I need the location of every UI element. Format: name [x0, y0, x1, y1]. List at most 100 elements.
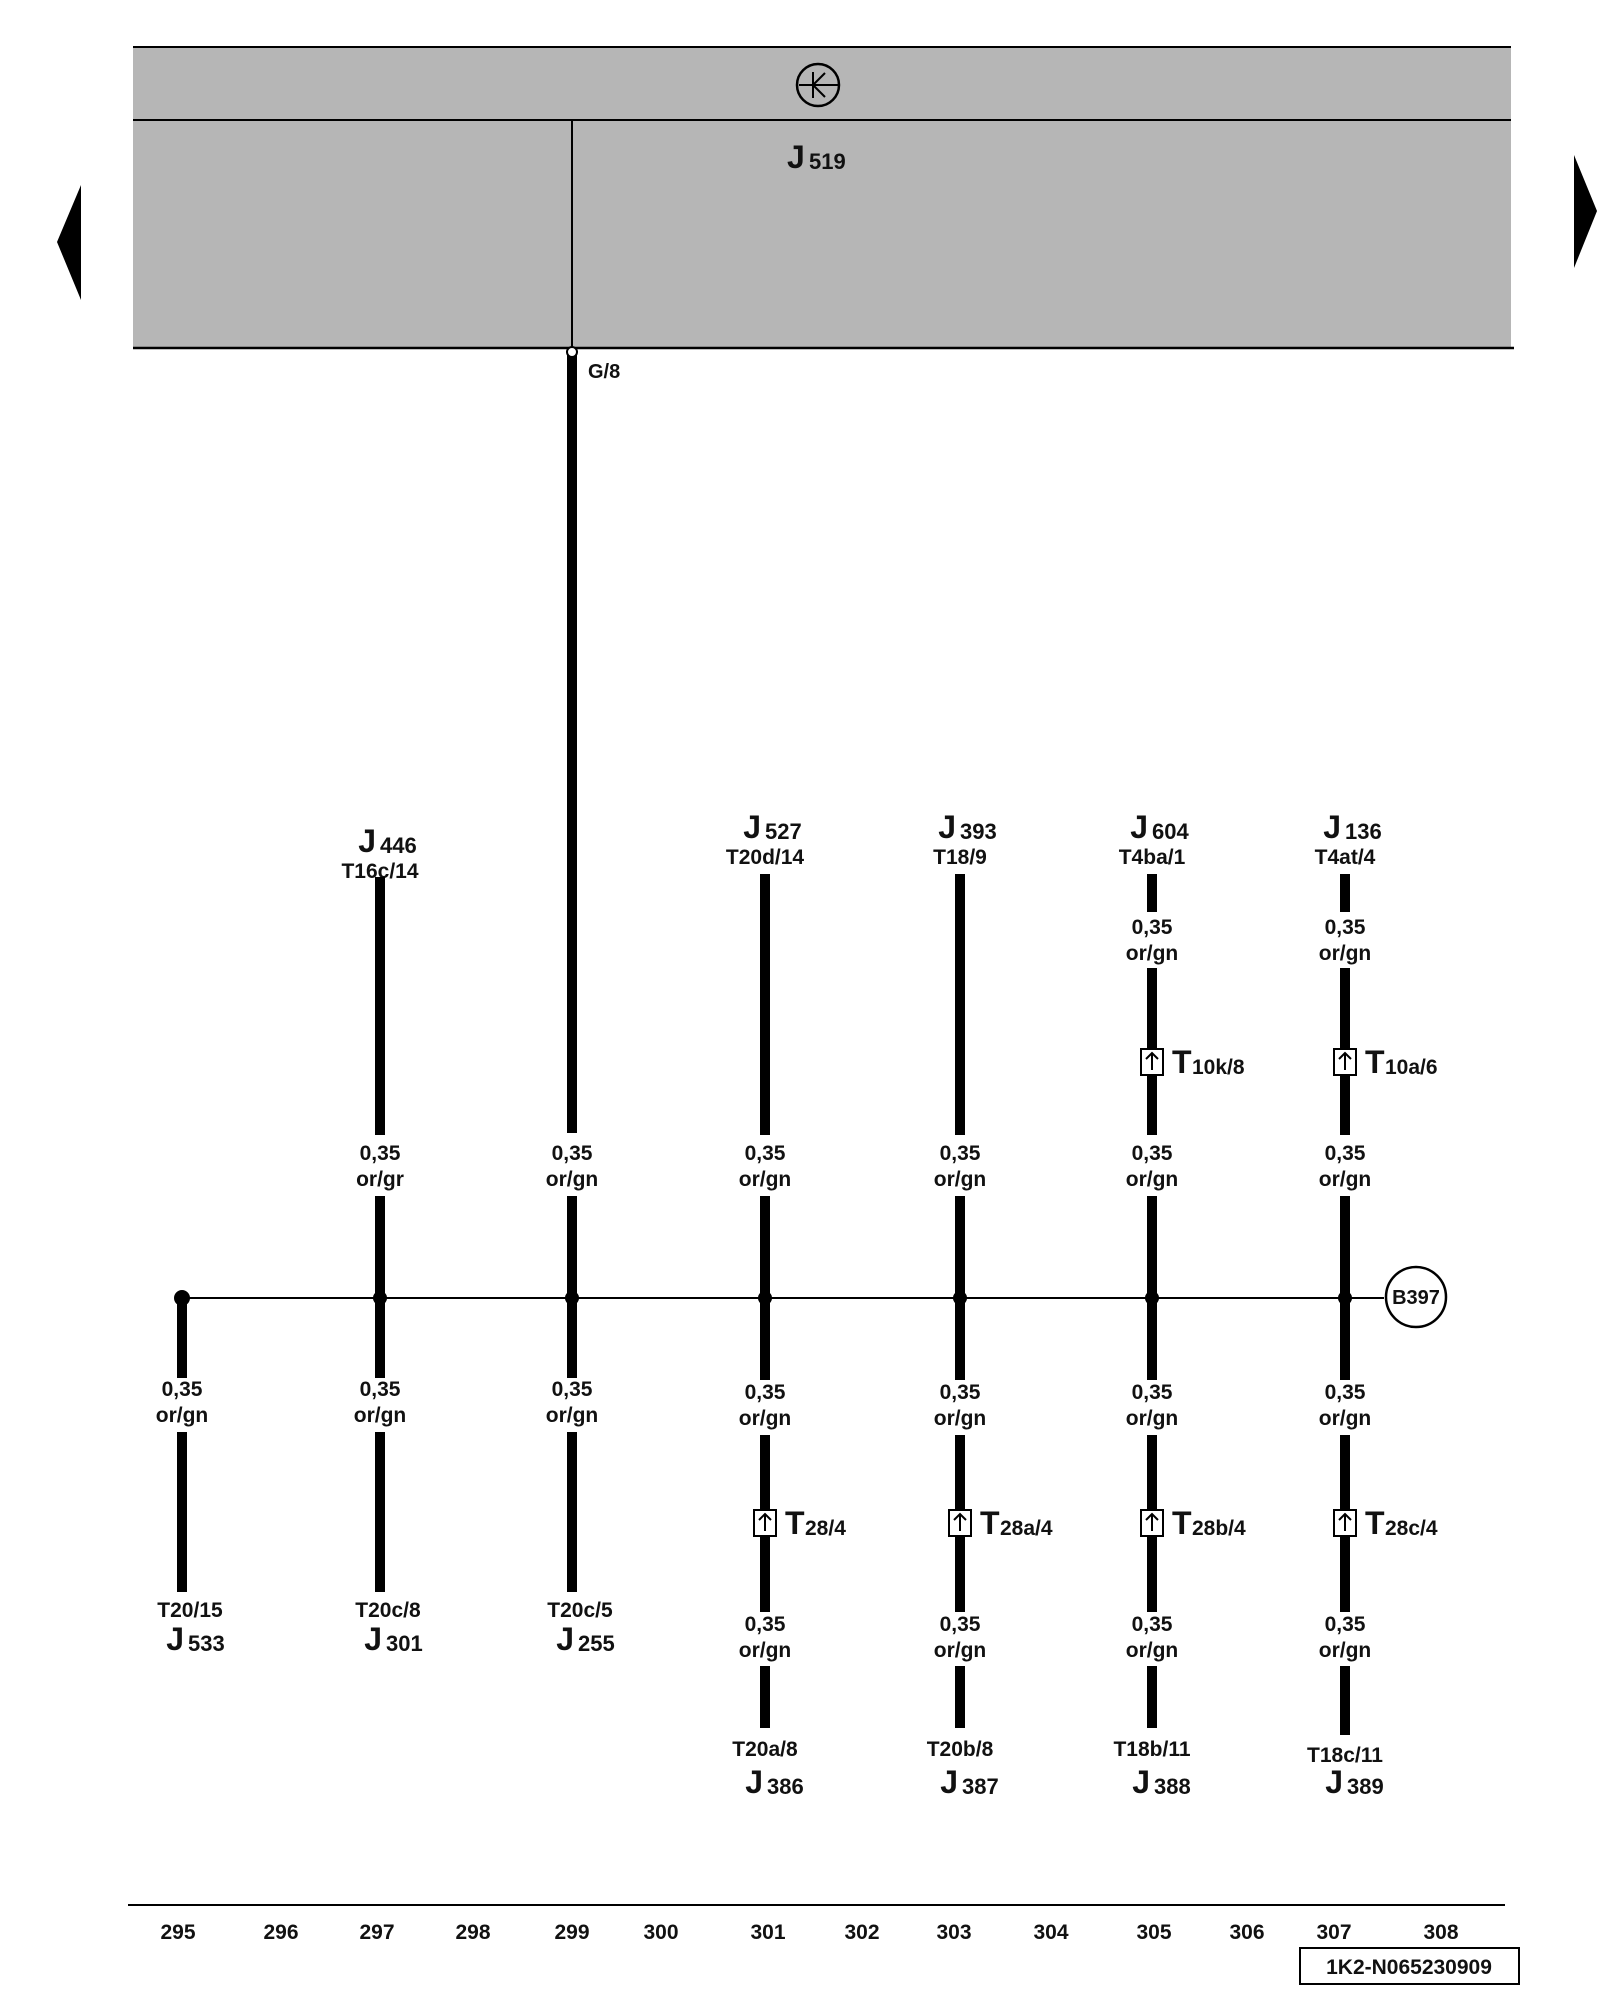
component-number: 533 — [188, 1631, 225, 1656]
wire-gauge-label: 0,35 — [552, 1142, 593, 1165]
column-number: 306 — [1229, 1921, 1264, 1944]
bottom-pin-label: T20c/8 — [355, 1599, 421, 1622]
column-number: 296 — [263, 1921, 298, 1944]
component-letter: J — [556, 1621, 574, 1657]
component-letter: J — [940, 1764, 958, 1800]
connector-letter: T — [785, 1505, 805, 1541]
next-page-arrow[interactable] — [1574, 155, 1597, 268]
component-letter: J — [1325, 1764, 1343, 1800]
wire-gauge-label: 0,35 — [745, 1381, 786, 1404]
column-number: 298 — [455, 1921, 490, 1944]
wire-gauge-label: 0,35 — [1325, 916, 1366, 939]
top-pin-label: T4ba/1 — [1119, 846, 1186, 869]
component-number: 389 — [1347, 1774, 1384, 1799]
doc-id-box — [1299, 1947, 1520, 1985]
wire-color-label: or/gn — [1126, 942, 1179, 965]
component-number: 527 — [765, 819, 802, 844]
control-unit-number: 519 — [809, 149, 846, 174]
doc-id: 1K2-N065230909 — [1326, 1956, 1492, 1979]
component-number: 301 — [386, 1631, 423, 1656]
connector-icon — [948, 1509, 972, 1537]
bottom-pin-label: T20a/8 — [732, 1738, 798, 1761]
column-number: 307 — [1316, 1921, 1351, 1944]
wire-gauge-label: 0,35 — [360, 1142, 401, 1165]
connector-icon — [1333, 1509, 1357, 1537]
top-pin-label: T20d/14 — [726, 846, 805, 869]
connector-letter: T — [1172, 1505, 1192, 1541]
wire-color-label: or/gn — [1319, 1168, 1372, 1191]
wire-gauge-label: 0,35 — [1325, 1381, 1366, 1404]
connector-label: 28c/4 — [1385, 1517, 1438, 1540]
connector-label: 28b/4 — [1192, 1517, 1246, 1540]
component-letter: J — [1130, 809, 1148, 845]
bottom-pin-label: T18c/11 — [1307, 1744, 1383, 1767]
connector-letter: T — [1172, 1044, 1192, 1080]
wire-color-label: or/gn — [1126, 1639, 1179, 1662]
wire-gauge-label: 0,35 — [940, 1613, 981, 1636]
bottom-pin-label: T20b/8 — [927, 1738, 994, 1761]
component-letter: J — [1323, 809, 1341, 845]
wire-color-label: or/gn — [739, 1639, 792, 1662]
control-unit-letter: J — [787, 139, 805, 175]
component-letter: J — [364, 1621, 382, 1657]
prev-page-arrow[interactable] — [57, 185, 81, 300]
component-number: 446 — [380, 833, 417, 858]
column-number: 297 — [359, 1921, 394, 1944]
component-number: 136 — [1345, 819, 1382, 844]
wire-gauge-label: 0,35 — [745, 1142, 786, 1165]
component-number: 386 — [767, 1774, 804, 1799]
wire-color-label: or/gn — [354, 1404, 407, 1427]
connector-letter: T — [1365, 1044, 1385, 1080]
wire-gauge-label: 0,35 — [1132, 1142, 1173, 1165]
component-number: 387 — [962, 1774, 999, 1799]
bottom-pin-label: T20/15 — [157, 1599, 223, 1622]
control-unit-symbol-icon — [795, 62, 841, 108]
wire-color-label: or/gn — [739, 1407, 792, 1430]
component-letter: J — [358, 823, 376, 859]
connector-letter: T — [980, 1505, 1000, 1541]
connector-icon — [753, 1509, 777, 1537]
component-letter: J — [743, 809, 761, 845]
connector-icon — [1140, 1048, 1164, 1076]
wire-gauge-label: 0,35 — [1325, 1142, 1366, 1165]
wire-color-label: or/gn — [934, 1639, 987, 1662]
component-number: 255 — [578, 1631, 615, 1656]
wire-color-label: or/gn — [1319, 942, 1372, 965]
column-number: 302 — [844, 1921, 879, 1944]
wire-color-label: or/gn — [546, 1168, 599, 1191]
component-letter: J — [1132, 1764, 1150, 1800]
pin-label: G/8 — [588, 361, 620, 383]
wire-gauge-label: 0,35 — [552, 1378, 593, 1401]
wire-gauge-label: 0,35 — [360, 1378, 401, 1401]
control-unit-j519: J 519 — [133, 46, 1514, 350]
wire-gauge-label: 0,35 — [1325, 1613, 1366, 1636]
wire-color-label: or/gn — [546, 1404, 599, 1427]
wire-gauge-label: 0,35 — [940, 1381, 981, 1404]
wire-color-label: or/gn — [934, 1168, 987, 1191]
splice-label: B397 — [1392, 1287, 1440, 1309]
column-number: 308 — [1423, 1921, 1458, 1944]
column-number: 301 — [750, 1921, 785, 1944]
wire-color-label: or/gn — [934, 1407, 987, 1430]
wire-color-label: or/gn — [1319, 1407, 1372, 1430]
bottom-pin-label: T18b/11 — [1113, 1738, 1190, 1761]
column-number: 295 — [160, 1921, 195, 1944]
wire-color-label: or/gn — [739, 1168, 792, 1191]
bottom-pin-label: T20c/5 — [547, 1599, 613, 1622]
